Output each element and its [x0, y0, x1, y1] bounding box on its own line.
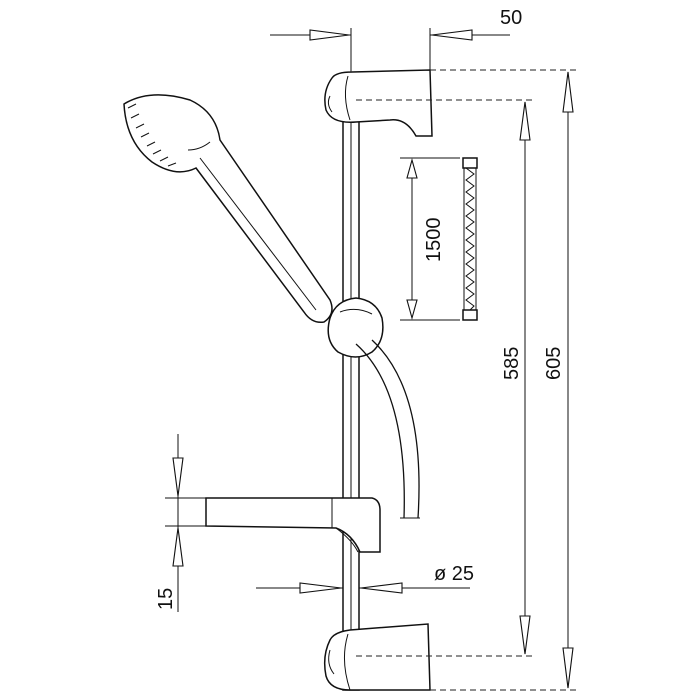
hand-shower [123, 94, 333, 324]
dimension-585 [356, 99, 535, 657]
slider-holder [327, 297, 384, 358]
shower-hose [355, 339, 420, 519]
shower-rail [342, 109, 360, 691]
hose-detail [400, 157, 478, 321]
dimension-605 [430, 69, 580, 691]
dimension-diameter-25 [256, 578, 470, 600]
label-diameter-25: ø 25 [434, 563, 474, 585]
label-50: 50 [500, 7, 522, 29]
soap-dish [205, 497, 381, 553]
dimension-50 [270, 28, 510, 72]
dimension-15 [165, 434, 206, 612]
bottom-wall-bracket [323, 623, 431, 691]
top-wall-bracket [324, 69, 433, 137]
label-585: 585 [501, 347, 523, 380]
label-15: 15 [155, 588, 177, 610]
label-1500: 1500 [423, 218, 445, 263]
label-605: 605 [543, 347, 565, 380]
spray-face [127, 103, 177, 167]
